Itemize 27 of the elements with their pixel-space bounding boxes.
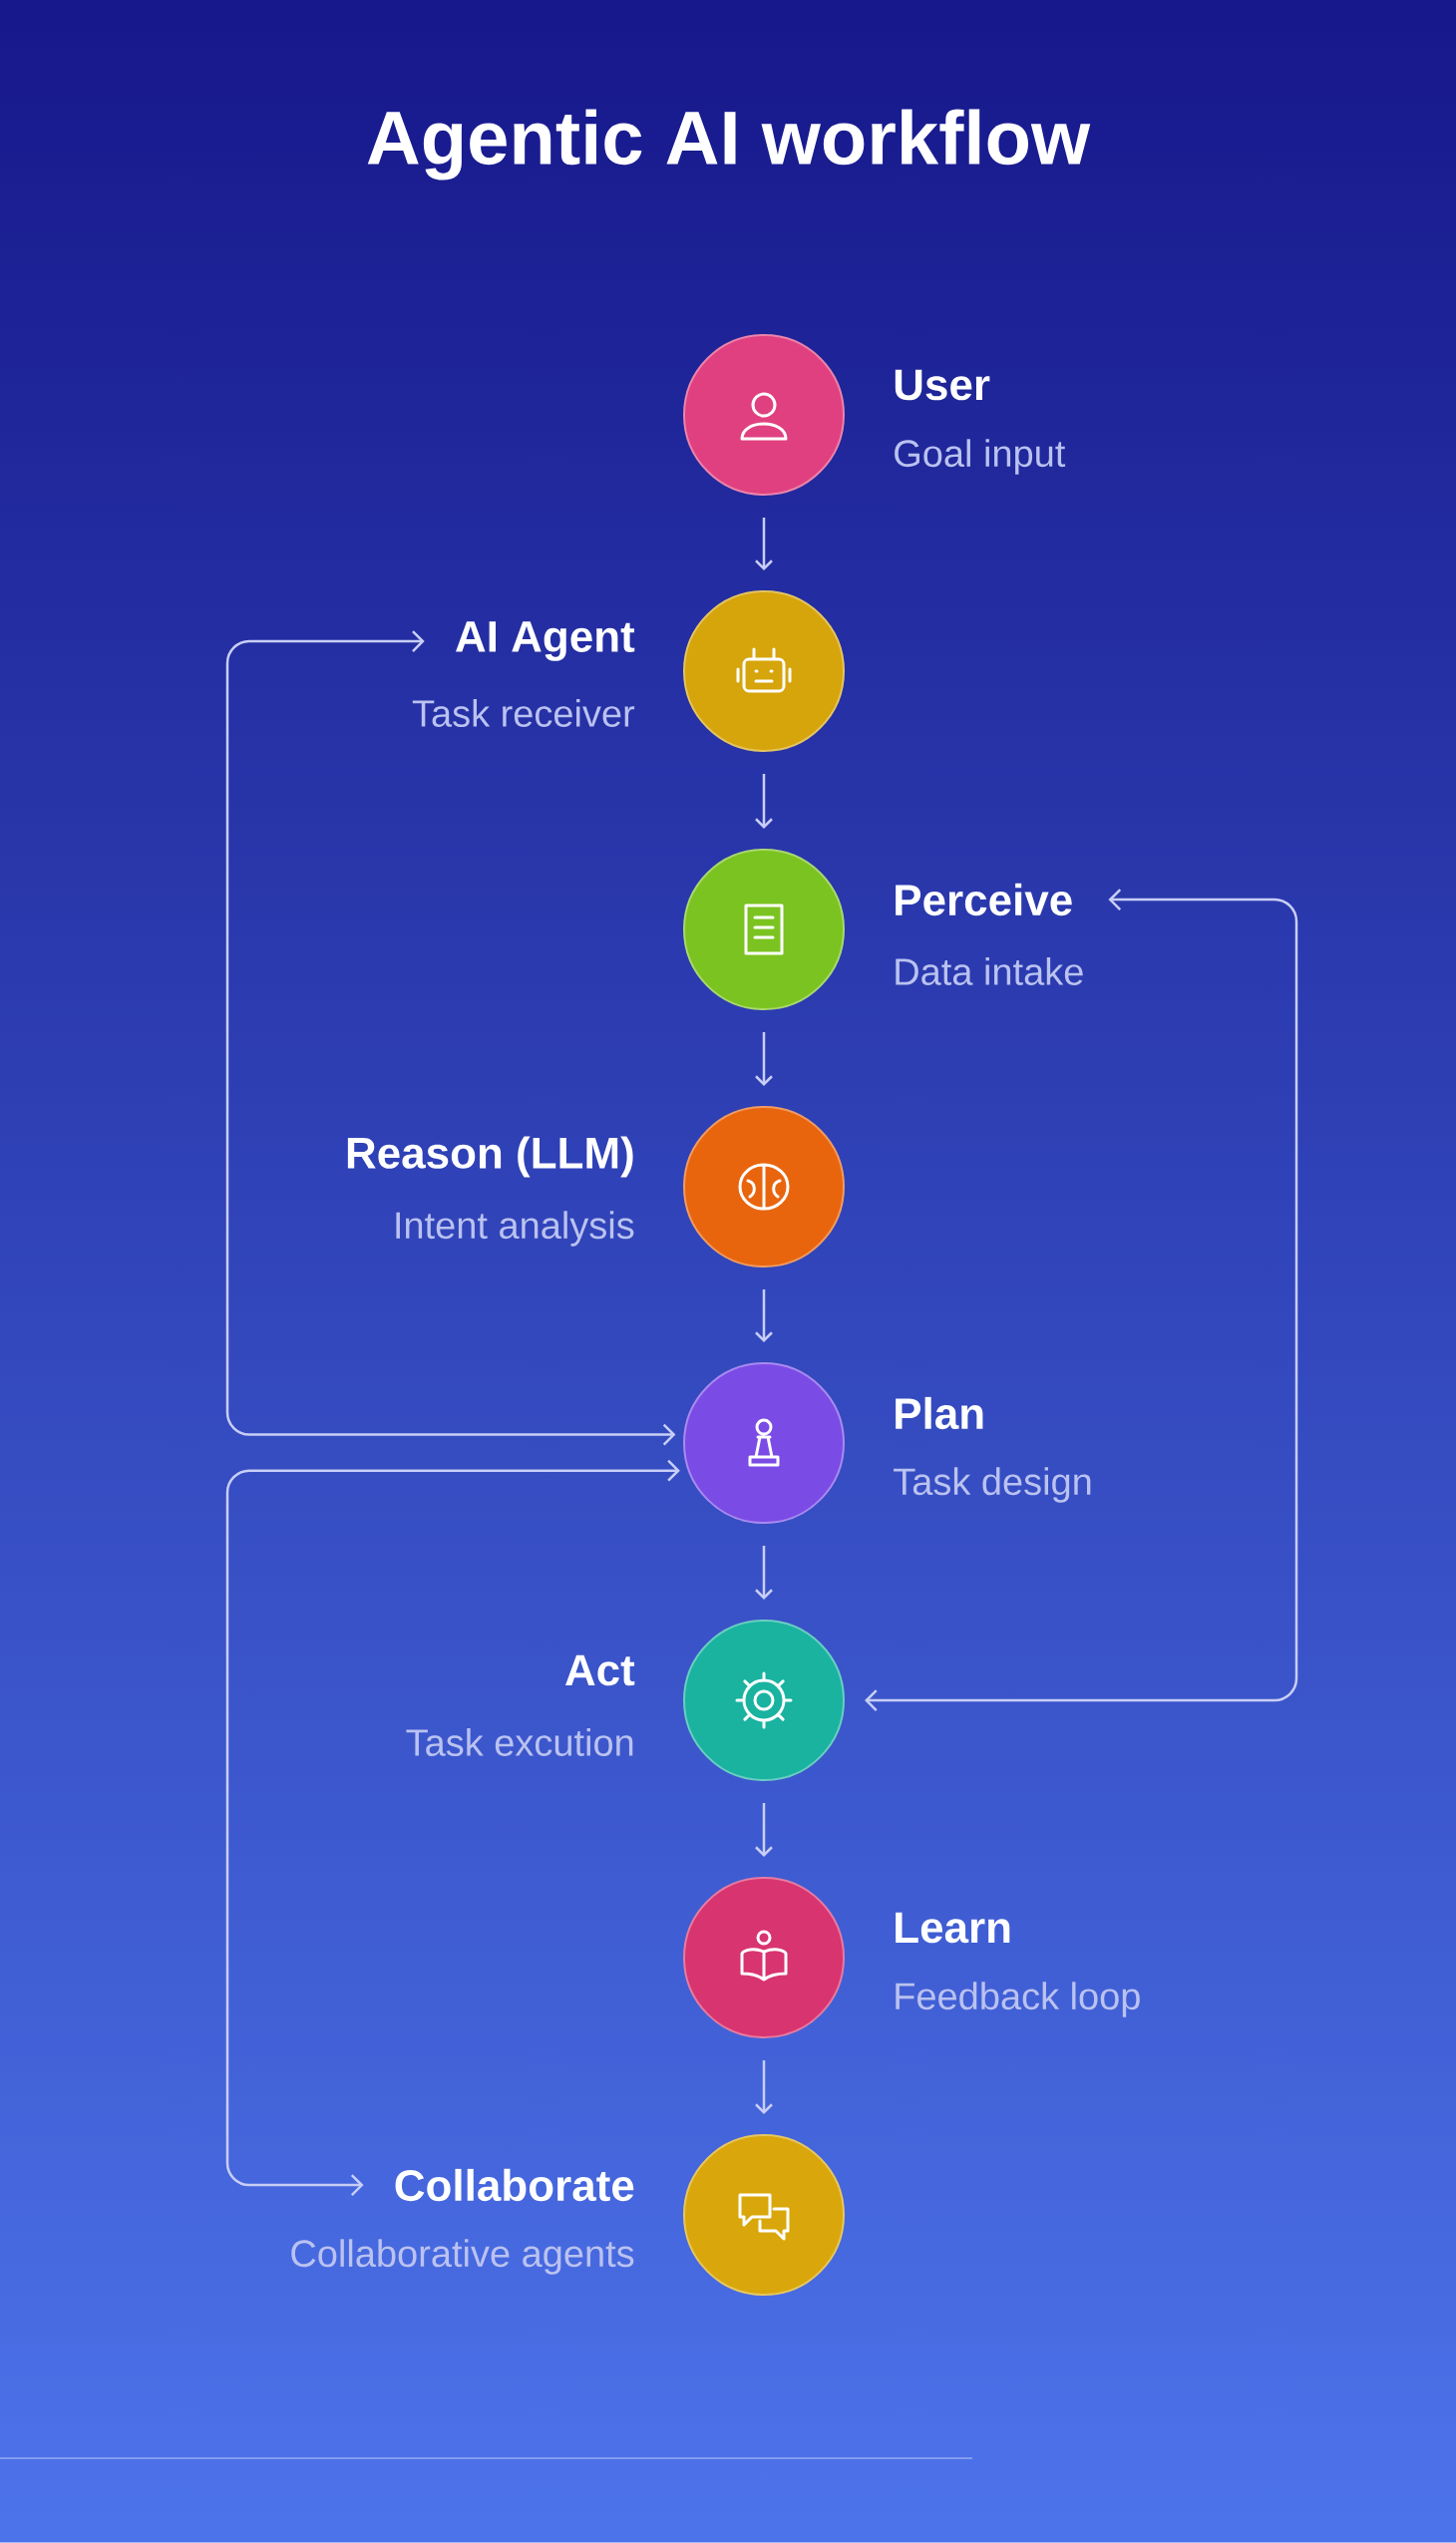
step-description: Data intake bbox=[896, 957, 1083, 985]
step-title: Plan bbox=[896, 1396, 983, 1430]
arrow bbox=[755, 2060, 773, 2115]
title: Agentic AI workflow bbox=[367, 109, 1091, 181]
step-description: Intent analysis bbox=[396, 1211, 634, 1247]
arrow bbox=[755, 1803, 773, 1857]
arrow bbox=[225, 630, 676, 1446]
arrow bbox=[225, 1459, 680, 2196]
arrow bbox=[755, 1289, 773, 1342]
step-description: Task design bbox=[894, 1467, 1091, 1503]
arrow bbox=[755, 518, 773, 570]
step-description: Goal input bbox=[895, 439, 1066, 475]
step-title: Perceive bbox=[896, 883, 1072, 916]
step-description: Task receiver bbox=[412, 699, 635, 727]
step-title: User bbox=[895, 369, 990, 401]
step-description: Collaborative agents bbox=[291, 2239, 634, 2275]
arrow bbox=[755, 774, 773, 829]
step-title: Collaborate bbox=[395, 2168, 634, 2202]
step-title: Learn bbox=[896, 1912, 1010, 1944]
arrow bbox=[755, 1032, 773, 1086]
step-title: AI Agent bbox=[456, 621, 635, 661]
arrow bbox=[865, 889, 1298, 1711]
step-title: Act bbox=[565, 1654, 635, 1686]
step-title: Reason (LLM) bbox=[347, 1136, 633, 1178]
arrow bbox=[755, 1546, 773, 1600]
step-description: Task excution bbox=[406, 1728, 633, 1756]
step-description: Feedback loop bbox=[896, 1982, 1140, 2017]
